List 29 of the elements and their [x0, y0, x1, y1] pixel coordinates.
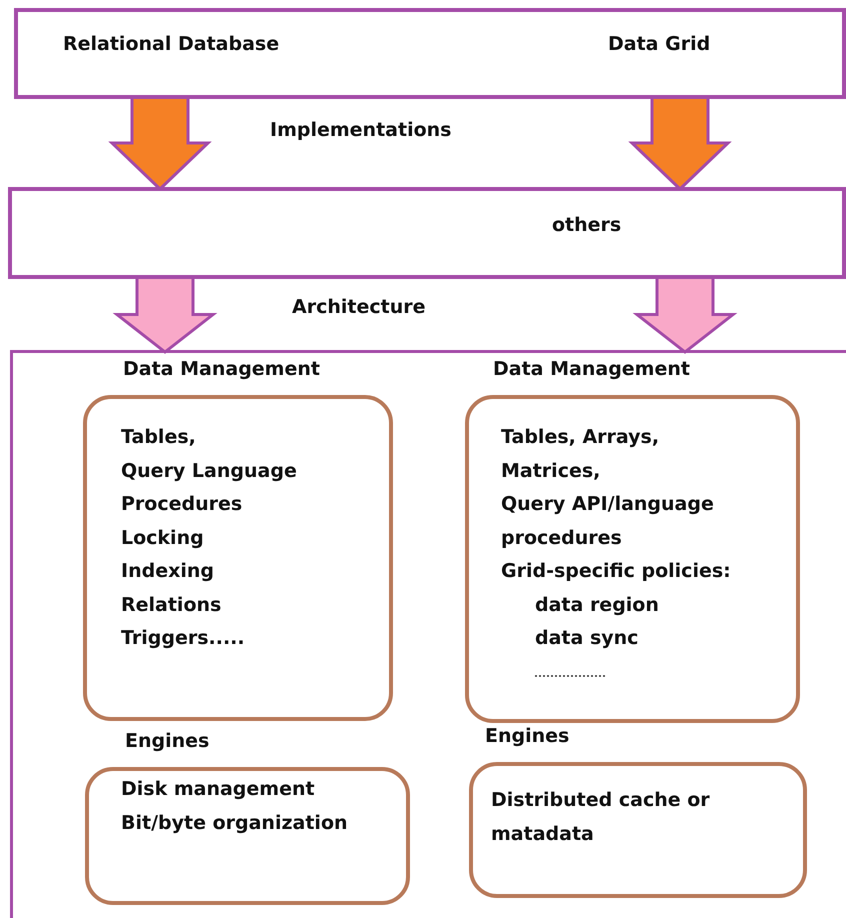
band-box [14, 8, 846, 99]
band-box [8, 187, 846, 279]
list-item: Indexing [121, 559, 214, 583]
list-item: Distributed cache or matadata [491, 788, 711, 846]
section-label: Architecture [292, 295, 426, 319]
band-label: Data Grid [608, 32, 710, 56]
section-heading: Engines [485, 724, 570, 748]
list-item: Locking [121, 526, 204, 550]
list-item: Procedures [121, 492, 242, 516]
list-item: Query API/language [501, 492, 714, 516]
list-item: Disk management [121, 777, 315, 801]
section-heading: Engines [125, 729, 210, 753]
list-item: Matrices, [501, 458, 600, 482]
list-item: Tables, Arrays, [501, 425, 660, 449]
list-item: Tables, [121, 425, 196, 449]
list-item: Bit/byte organization [121, 810, 348, 834]
list-item: data sync [535, 626, 638, 650]
section-heading: Data Management [123, 357, 320, 381]
section-frame [10, 350, 846, 918]
list-item: data region [535, 592, 659, 616]
band-label: others [552, 213, 622, 237]
list-item: Grid-specific policies: [501, 559, 731, 583]
list-item: Relations [121, 592, 222, 616]
section-label: Implementations [270, 118, 452, 142]
list-item: procedures [501, 526, 622, 550]
list-item: Query Language [121, 458, 297, 482]
band-label: Relational Database [63, 32, 280, 56]
list-item: Triggers..... [121, 626, 245, 650]
section-heading: Data Management [493, 357, 690, 381]
